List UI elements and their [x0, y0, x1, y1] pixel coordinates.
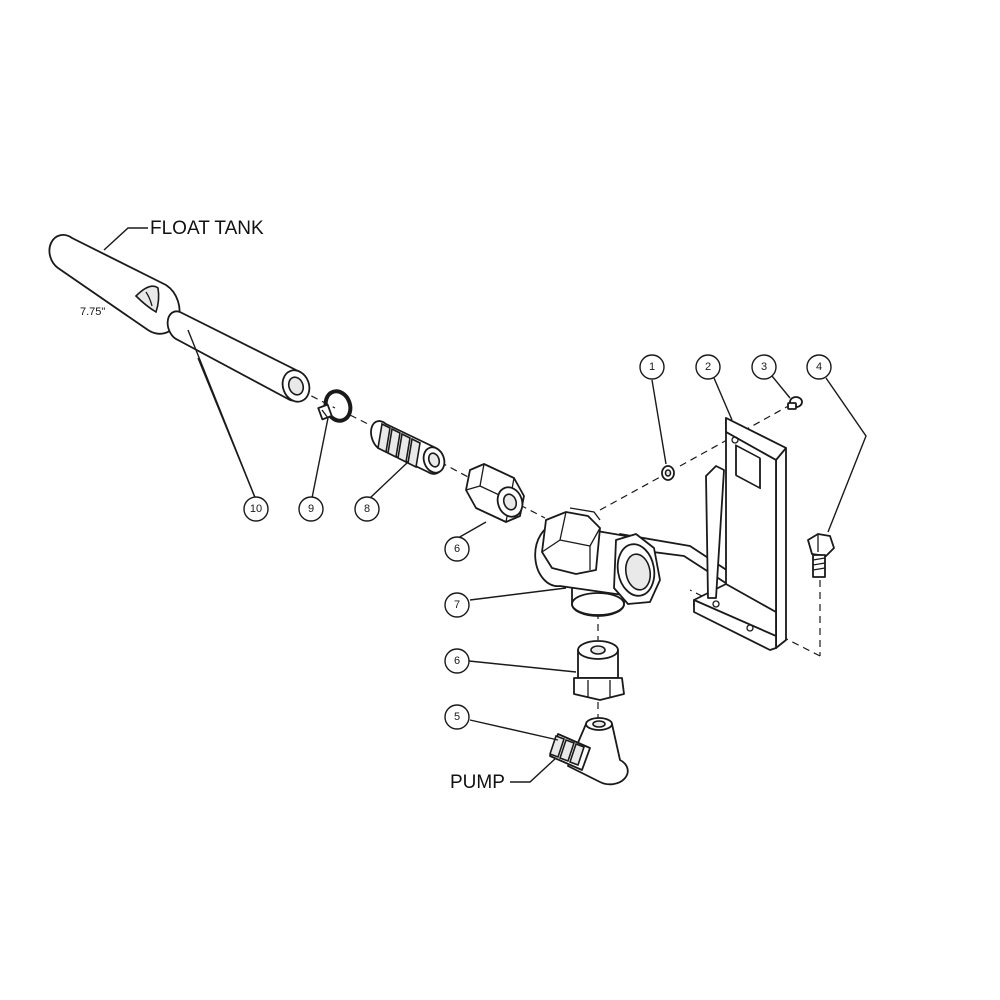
svg-text:7: 7 [454, 599, 460, 611]
hex-adapter-part-6-top [465, 463, 525, 523]
valve-part-7 [534, 507, 761, 617]
svg-text:3: 3 [761, 361, 767, 373]
balloon-1: 1 [639, 354, 665, 380]
svg-text:5: 5 [454, 711, 460, 723]
hose-part-10 [166, 310, 311, 403]
svg-text:10: 10 [250, 503, 262, 515]
hose-barb-part-8 [370, 420, 446, 475]
bolt-part-4 [807, 533, 835, 578]
balloon-9: 9 [298, 496, 324, 522]
balloon-6-bottom: 6 [444, 648, 470, 674]
float-tank-pipe [48, 234, 181, 335]
washer-part-1 [661, 465, 675, 481]
leader-lines [103, 227, 867, 783]
svg-text:2: 2 [705, 361, 711, 373]
balloon-4: 4 [806, 354, 832, 380]
balloon-2: 2 [695, 354, 721, 380]
float-tank-label: FLOAT TANK [150, 218, 264, 239]
svg-text:6: 6 [454, 543, 460, 555]
balloon-5: 5 [444, 704, 470, 730]
balloon-7: 7 [444, 592, 470, 618]
svg-text:1: 1 [649, 361, 655, 373]
balloon-3: 3 [751, 354, 777, 380]
hex-adapter-part-6-bottom [573, 640, 625, 701]
bracket-part-2 [693, 417, 787, 651]
balloon-8: 8 [354, 496, 380, 522]
balloon-6-top: 6 [444, 536, 470, 562]
svg-text:8: 8 [364, 503, 370, 515]
screw-part-3 [787, 396, 803, 410]
svg-text:4: 4 [816, 361, 822, 373]
svg-text:9: 9 [308, 503, 314, 515]
elbow-part-5 [548, 717, 629, 786]
length-dimension-label: 7.75" [80, 306, 105, 318]
balloon-10: 10 [243, 496, 269, 522]
svg-text:6: 6 [454, 655, 460, 667]
hose-clamp-part-9 [317, 389, 353, 423]
pump-label: PUMP [450, 772, 505, 793]
